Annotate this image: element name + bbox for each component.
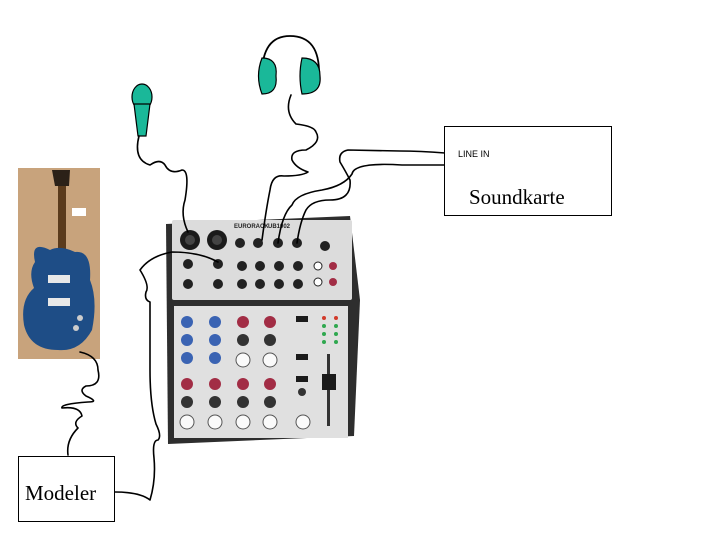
microphone-cable [136,135,189,233]
modeler-box: Modeler [18,456,115,522]
mixer-brand-label: EURORACK [234,224,269,230]
modeler-cable [114,251,219,501]
modeler-title: Modeler [25,481,97,505]
headphone-cable [261,94,319,241]
mixer-model-label: UB1002 [268,224,291,230]
line-in-label: LINE IN [458,149,490,159]
electric-guitar-image [18,168,100,359]
headphones-icon [257,35,321,95]
microphone-icon [131,83,153,137]
soundcard-second-cable [277,163,446,244]
soundcard-box: LINE IN Soundkarte [444,126,612,216]
guitar-cable [61,351,100,456]
mixer-console-image: EURORACK UB1002 [166,216,360,444]
soundcard-title: Soundkarte [469,185,565,209]
cables [61,94,446,501]
soundcard-line-in-cable [296,149,446,244]
